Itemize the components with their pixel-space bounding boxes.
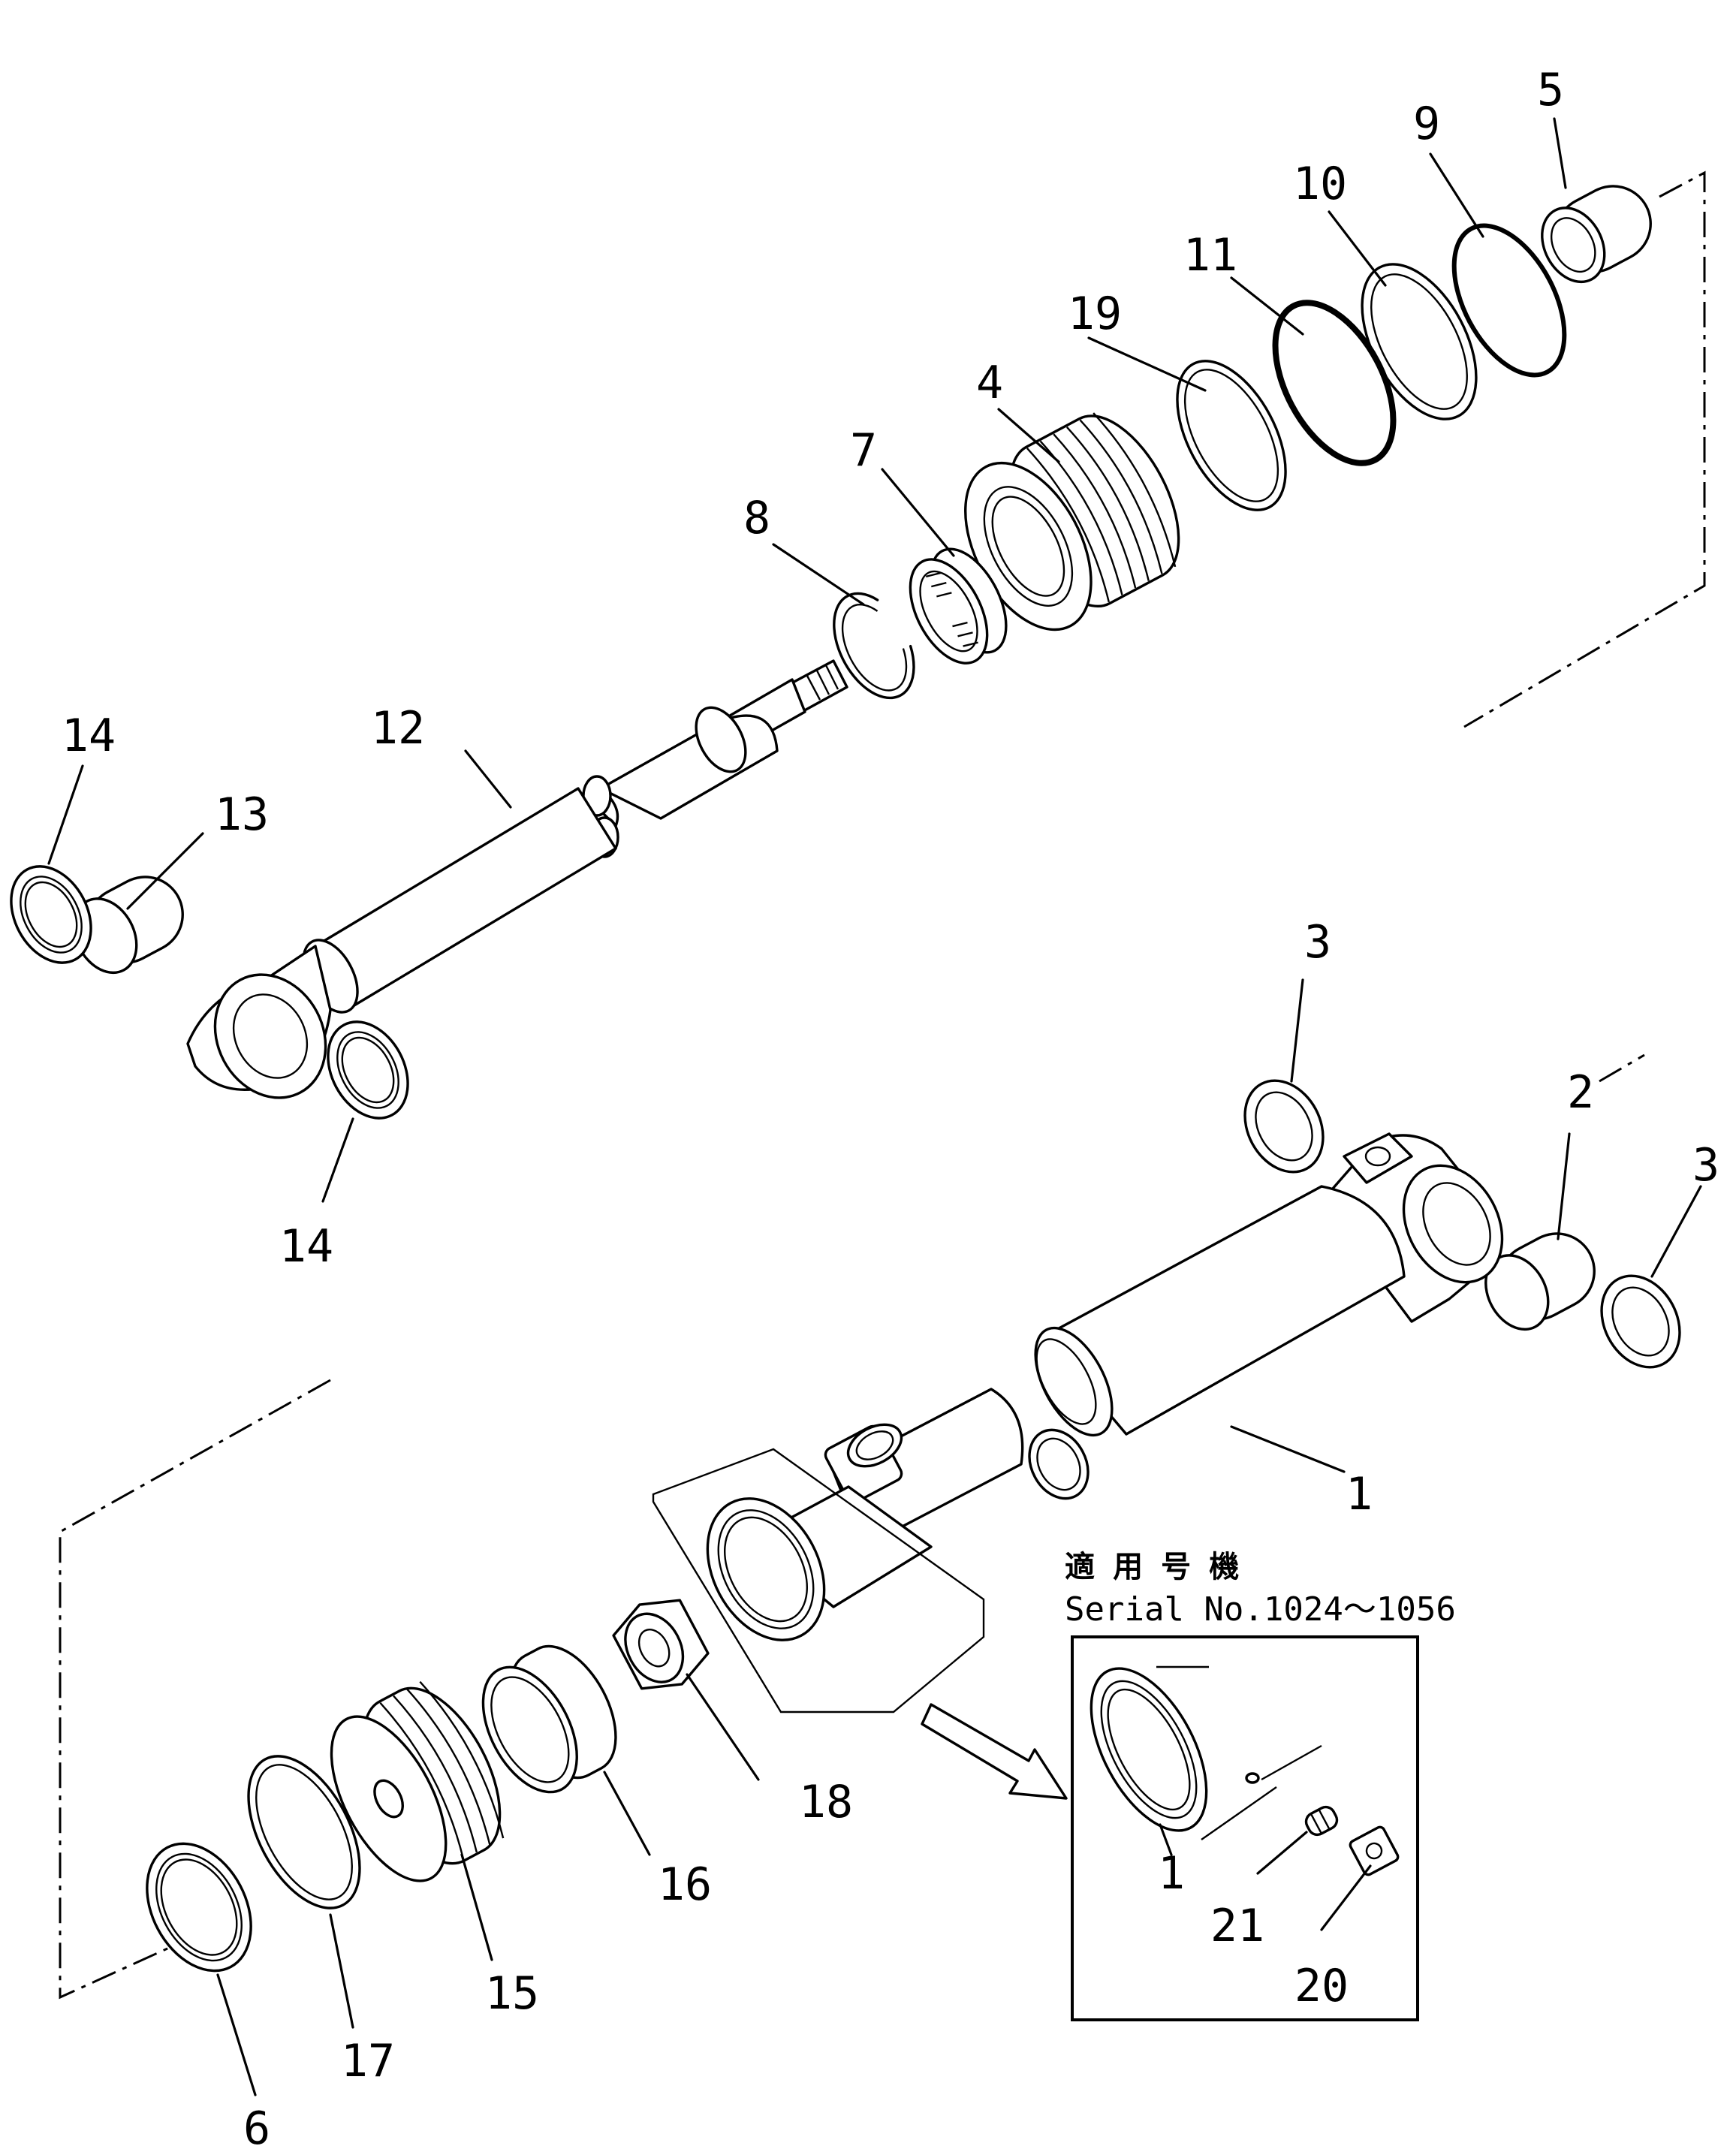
part-3-seal-right [1600, 1274, 1681, 1369]
callout-13: 13 [215, 788, 269, 841]
part-11-o-ring [1272, 300, 1397, 466]
part-18-nut [612, 1599, 710, 1690]
callout-5: 5 [1537, 64, 1564, 116]
callout-14-upper: 14 [62, 710, 116, 762]
part-14-seal-upper [10, 865, 92, 964]
callout-17: 17 [341, 2035, 395, 2087]
part-14-seal-lower [327, 1020, 409, 1120]
callout-4: 4 [976, 357, 1003, 409]
part-21-plug [1304, 1805, 1339, 1837]
part-8-snap-ring [833, 592, 915, 700]
part-20-nut [1349, 1825, 1400, 1876]
leader-lines [47, 117, 1702, 2096]
part-17-ring [247, 1755, 361, 1909]
inset-callout-1: 1 [1158, 1847, 1185, 1900]
callout-labels: 5 9 10 11 19 4 7 8 12 13 14 14 3 2 3 1 1… [62, 64, 1719, 2152]
part-7-bearing [909, 547, 1008, 665]
part-19-ring [1176, 360, 1287, 511]
assembly-guide-lines [59, 170, 1706, 2000]
callout-18: 18 [799, 1776, 853, 1828]
callout-19: 19 [1068, 288, 1122, 340]
serial-inset [1071, 1635, 1419, 2021]
inset-callout-20: 20 [1294, 1960, 1349, 2012]
inset-callout-21: 21 [1210, 1900, 1264, 1952]
callout-7: 7 [850, 424, 877, 477]
inset-title: 適 用 号 機 [1065, 1550, 1239, 1584]
callout-2: 2 [1567, 1066, 1594, 1119]
part-12-piston-rod [186, 659, 848, 1099]
callout-14-lower: 14 [279, 1220, 333, 1273]
part-5-bushing [1541, 185, 1652, 284]
callout-15: 15 [485, 1967, 539, 2020]
inset-arrow [921, 1703, 1068, 1800]
inset-serial: Serial No.1024～1056 [1065, 1590, 1456, 1629]
part-2-bushing [1484, 1232, 1596, 1331]
part-15-piston [330, 1680, 505, 1882]
callout-9: 9 [1413, 98, 1440, 150]
part-6-seal [146, 1842, 252, 1973]
part-1-cylinder [652, 1132, 1504, 1713]
inset-text: 適 用 号 機 Serial No.1024～1056 1 21 20 [1065, 1550, 1456, 2012]
callout-11: 11 [1183, 229, 1237, 282]
part-3-seal-upper [1243, 1079, 1325, 1174]
callout-10: 10 [1293, 158, 1347, 210]
callout-8: 8 [743, 492, 770, 544]
callout-16: 16 [658, 1858, 712, 1911]
part-9-ring [1451, 223, 1567, 378]
part-16-ring [481, 1644, 617, 1794]
callout-3-upper: 3 [1304, 916, 1331, 969]
callout-12: 12 [371, 702, 425, 755]
callout-6: 6 [243, 2102, 270, 2152]
callout-3-right: 3 [1692, 1139, 1719, 1192]
callout-1: 1 [1346, 1468, 1373, 1521]
